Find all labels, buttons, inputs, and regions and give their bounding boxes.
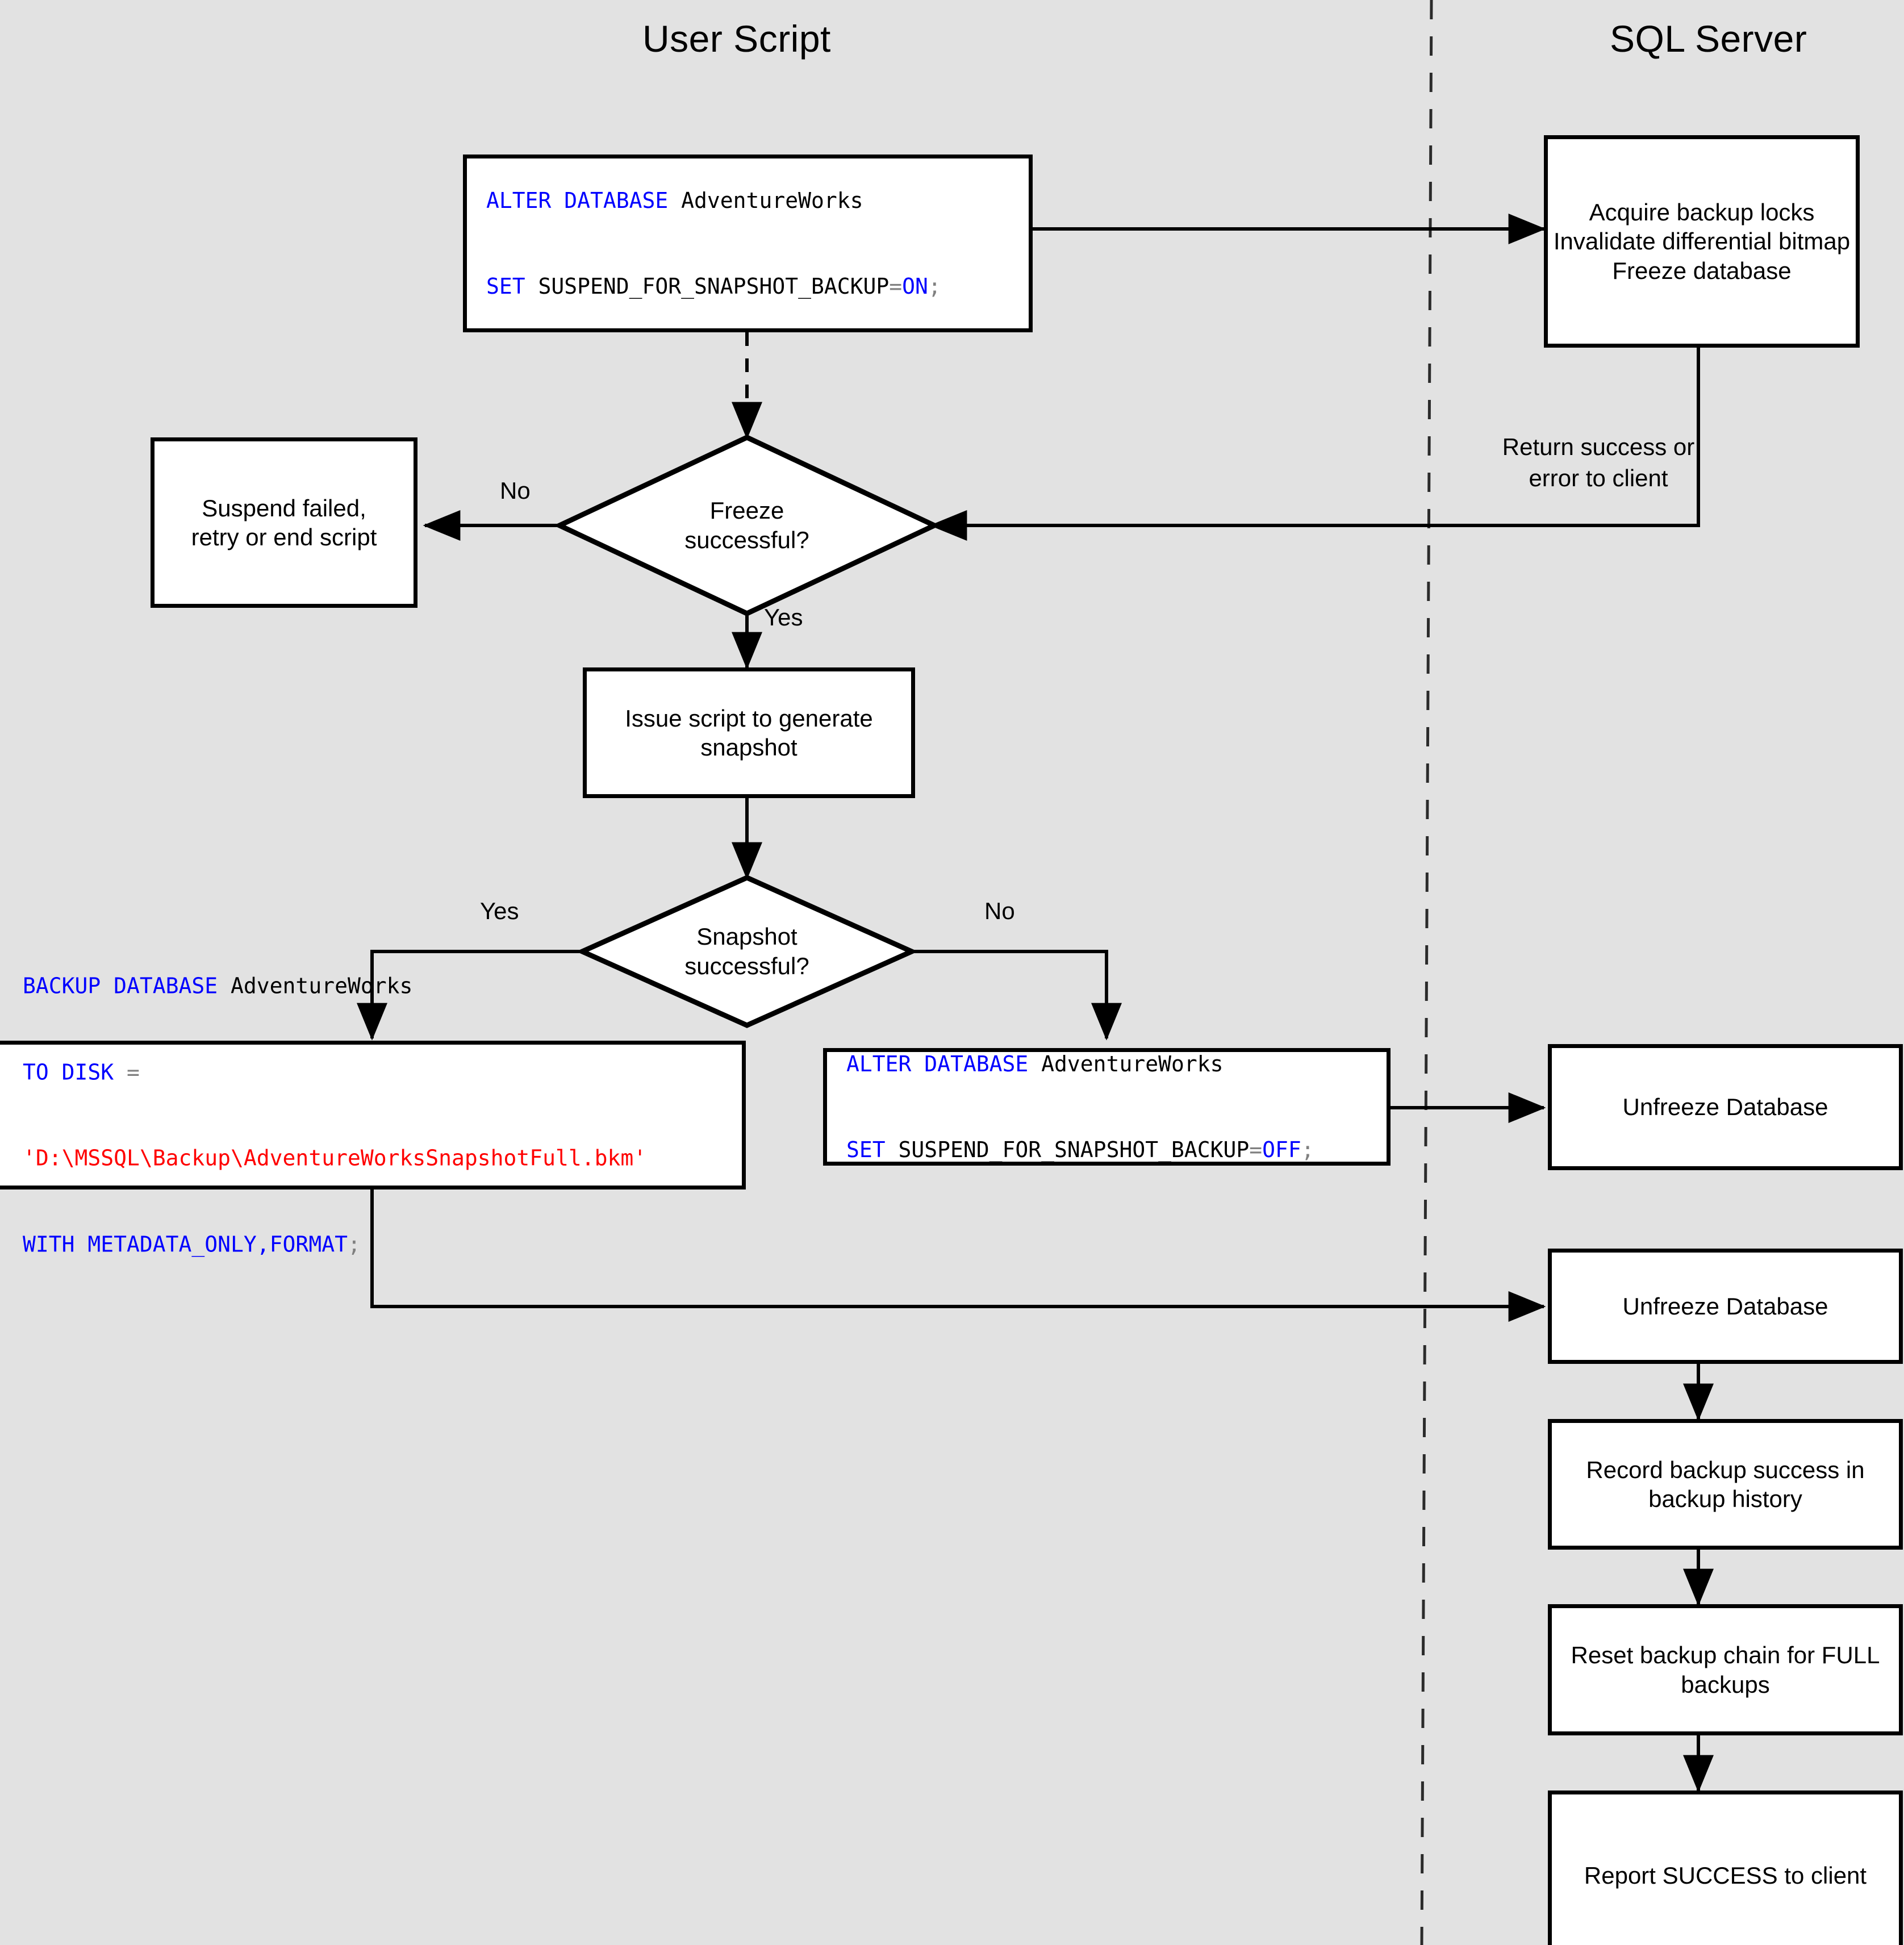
node-label-snapshot-successful: Snapshot successful? [684,923,809,980]
node-label-acquire-backup-locks: Acquire backup locks Invalidate differen… [1553,199,1851,284]
edge-label-snapshot-yes: Yes [480,898,519,924]
node-record-backup-success: Record backup success in backup history [1548,1419,1903,1550]
node-label-record-backup-success: Record backup success in backup history [1586,1456,1865,1512]
node-label-suspend-failed: Suspend failed, retry or end script [191,494,377,550]
node-backup-database: BACKUP DATABASE AdventureWorks TO DISK =… [0,973,746,1257]
node-unfreeze-database-1: Unfreeze Database [1548,1044,1903,1170]
node-label-unfreeze-database-1: Unfreeze Database [1622,1093,1828,1121]
node-alter-suspend-on: ALTER DATABASE AdventureWorks SET SUSPEN… [463,155,1033,332]
node-report-success: Report SUCCESS to client [1548,1790,1903,1945]
node-label-report-success: Report SUCCESS to client [1584,1862,1867,1889]
node-freeze-successful: Freeze successful? [559,437,934,613]
edge-label-freeze-no: No [500,477,531,504]
node-snapshot-successful: Snapshot successful? [582,878,912,1025]
lane-title-user-script: User Script [642,18,831,60]
edge-snapshot-yes-to-backup [357,950,585,1041]
edge-label-freeze-yes: Yes [764,604,803,631]
node-label-reset-backup-chain: Reset backup chain for FULL backups [1571,1642,1880,1698]
node-unfreeze-database-2: Unfreeze Database [1548,1249,1903,1364]
swimlane-divider [1420,0,1433,1945]
node-label-freeze-successful: Freeze successful? [684,496,809,554]
node-label-issue-script: Issue script to generate snapshot [625,704,873,761]
sql-code-alter-on: ALTER DATABASE AdventureWorks SET SUSPEN… [486,187,941,299]
edge-acquire-to-freeze [929,348,1700,541]
edge-label-return-status: Return success or error to client [1502,433,1695,491]
node-label-unfreeze-database-2: Unfreeze Database [1622,1292,1828,1320]
diamond-snapshot-successful [575,875,918,1028]
edge-backup-to-unfreeze-2 [370,1188,1546,1322]
node-alter-suspend-off: ALTER DATABASE AdventureWorks SET SUSPEN… [823,1048,1391,1166]
node-issue-script: Issue script to generate snapshot [583,667,915,798]
edge-label-snapshot-no: No [984,898,1015,924]
diamond-freeze-successful [553,435,941,616]
node-reset-backup-chain: Reset backup chain for FULL backups [1548,1604,1903,1735]
node-suspend-failed: Suspend failed, retry or end script [151,437,417,608]
sql-code-backup: BACKUP DATABASE AdventureWorks TO DISK =… [23,973,647,1257]
edge-snapshot-no-to-alter-off [909,950,1122,1041]
sql-code-alter-off: ALTER DATABASE AdventureWorks SET SUSPEN… [846,1051,1314,1163]
node-acquire-backup-locks: Acquire backup locks Invalidate differen… [1544,135,1860,348]
lane-title-sql-server: SQL Server [1610,18,1807,60]
